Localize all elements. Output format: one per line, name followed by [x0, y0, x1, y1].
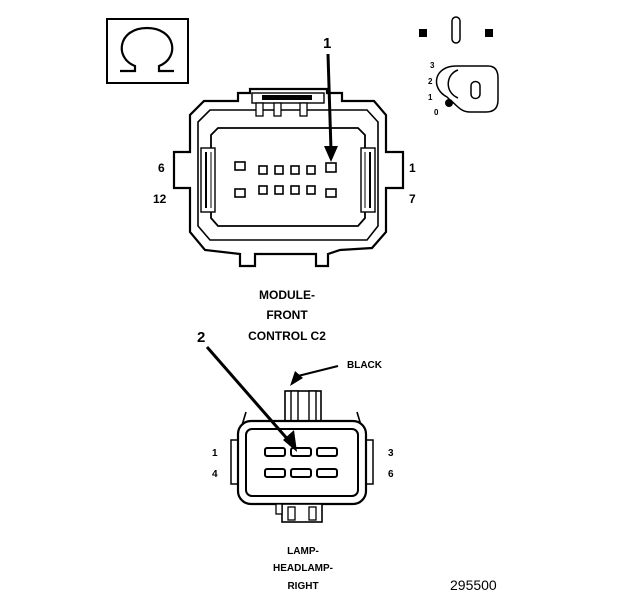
module-connector: 6 12 1 7 — [153, 87, 416, 268]
lamp-connector: 1 4 3 6 — [212, 390, 394, 523]
key-position-0: 0 — [434, 108, 439, 117]
module-pin-label-1: 1 — [409, 161, 416, 175]
lamp-pin-label-3: 3 — [388, 448, 394, 459]
figure-number: 295500 — [450, 577, 497, 593]
module-pin-label-7: 7 — [409, 192, 416, 206]
lamp-title-line1: LAMP- — [287, 546, 319, 557]
callout-1: 1 — [323, 35, 338, 162]
module-pin-label-6: 6 — [158, 161, 165, 175]
callout-1-arrowhead — [324, 146, 338, 162]
key-position-2: 2 — [428, 77, 433, 86]
lamp-pin-label-6: 6 — [388, 469, 394, 480]
lamp-title-line2: HEADLAMP- — [273, 563, 333, 574]
ohm-icon — [106, 18, 189, 84]
key-position-1: 1 — [428, 93, 433, 102]
lamp-pin-label-4: 4 — [212, 469, 218, 480]
callout-2: 2 — [197, 329, 297, 452]
module-title-line3: CONTROL C2 — [248, 329, 326, 343]
module-title-line2: FRONT — [266, 308, 308, 322]
wire-color-label: BLACK — [347, 360, 383, 371]
ignition-key-icon: 3 2 1 0 — [419, 16, 499, 117]
module-pin-label-12: 12 — [153, 192, 167, 206]
module-title-line1: MODULE- — [259, 288, 315, 302]
callout-1-number: 1 — [323, 35, 331, 52]
callout-2-number: 2 — [197, 329, 205, 346]
wire-color-callout: BLACK — [290, 360, 383, 386]
key-position-3: 3 — [430, 61, 435, 70]
lamp-pin-label-1: 1 — [212, 448, 218, 459]
callout-2-arrowhead — [283, 430, 297, 452]
lamp-title-line3: RIGHT — [287, 581, 318, 592]
